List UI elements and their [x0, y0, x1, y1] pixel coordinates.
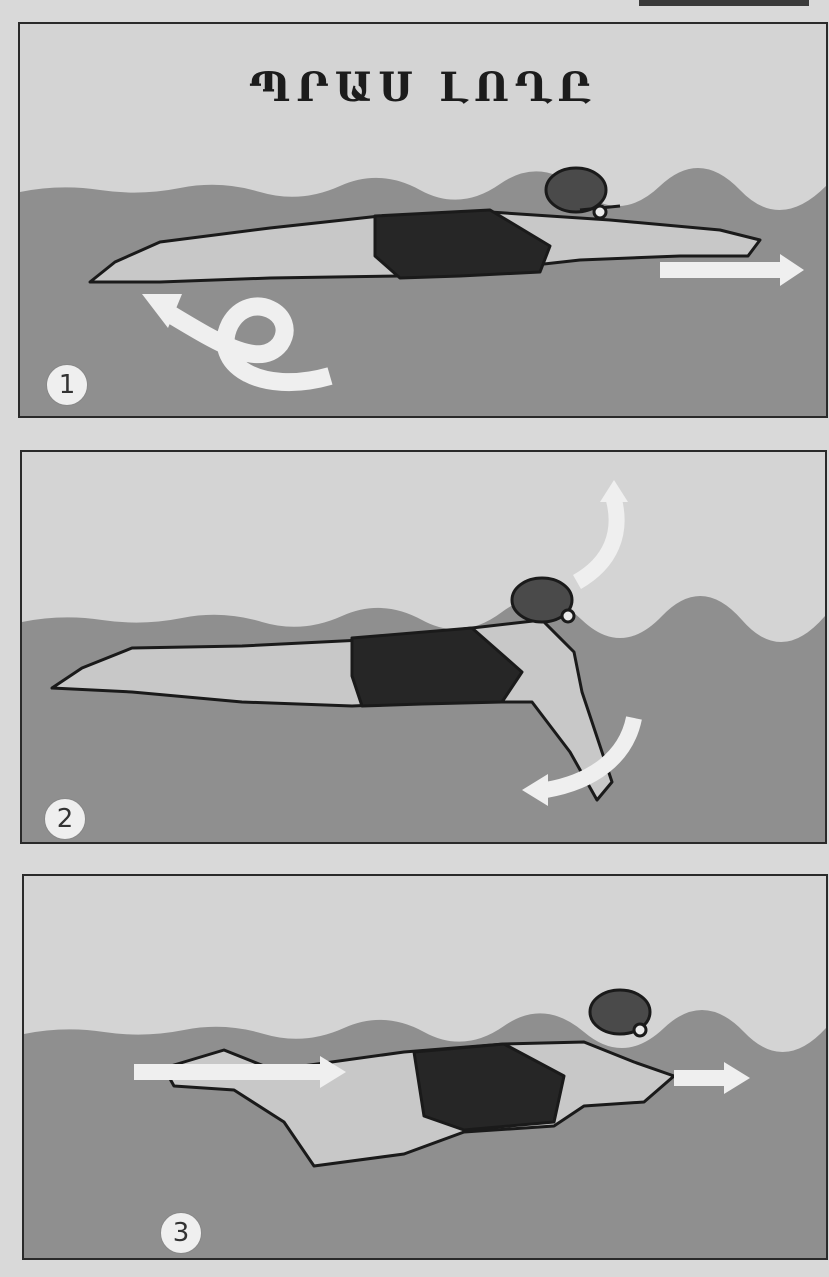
page-title: ՊՐԱՍ ԼՈՂԸ — [20, 64, 826, 111]
scene-3 — [24, 876, 826, 1258]
step-panel-3: 3 — [22, 874, 828, 1260]
step-number-1: 1 — [46, 364, 88, 406]
scene-2 — [22, 452, 825, 842]
water-surface — [20, 168, 826, 416]
step-panel-1: ՊՐԱՍ ԼՈՂԸ 1 — [18, 22, 828, 418]
step-number-3: 3 — [160, 1212, 202, 1254]
page-corner-mark — [639, 0, 809, 6]
step-panel-2: 2 — [20, 450, 827, 844]
step-number-2: 2 — [44, 798, 86, 840]
